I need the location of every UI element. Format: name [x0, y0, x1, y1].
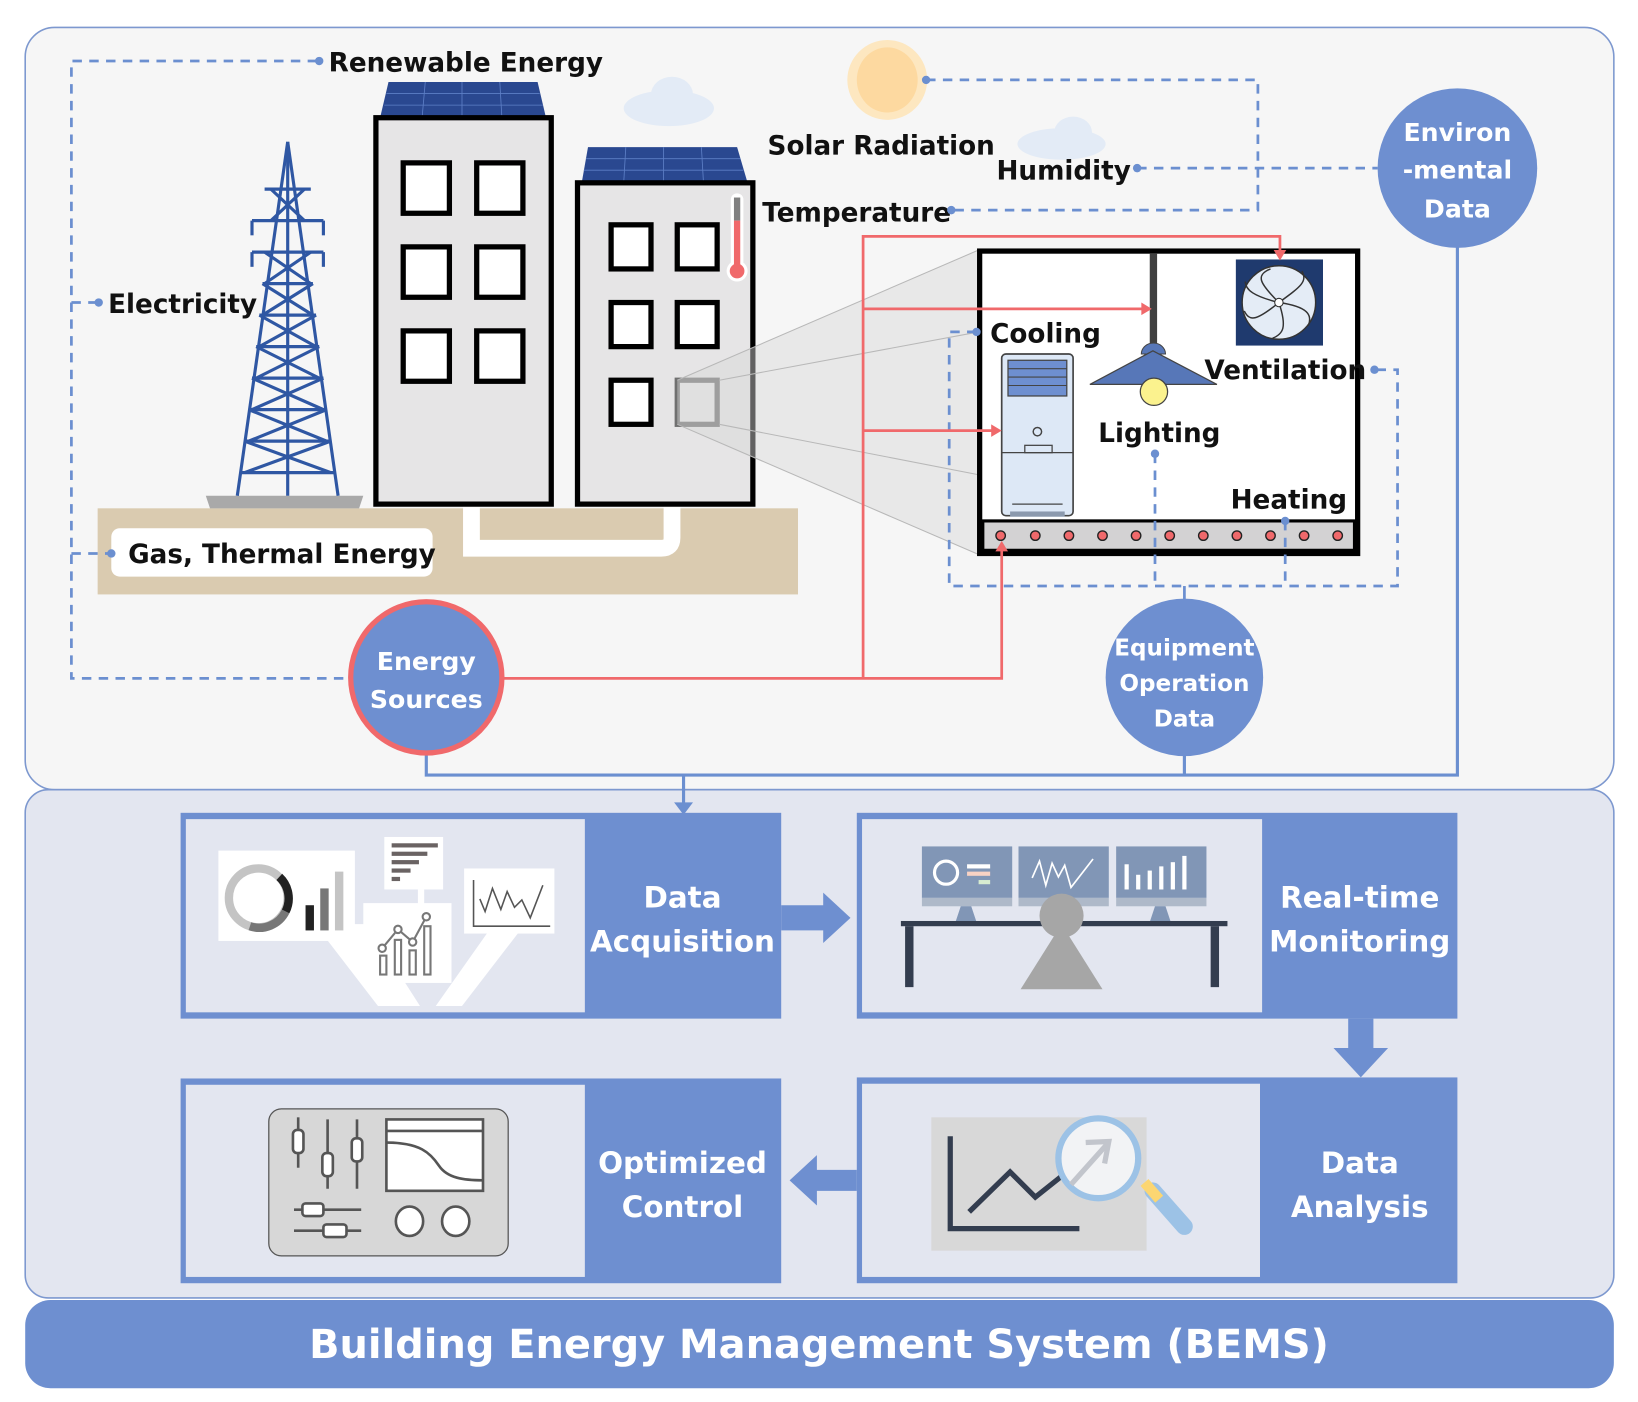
optimized-control-title-line1: Optimized: [598, 1146, 767, 1180]
humidity-label: Humidity: [996, 157, 1130, 187]
cloud-icon: [1017, 116, 1106, 160]
zoomed-window: [674, 377, 720, 427]
step-data-acquisition[interactable]: Data Acquisition: [180, 812, 782, 1019]
environmental-data-line1: Environ: [1403, 118, 1511, 147]
data-acquisition-title-line1: Data: [643, 880, 721, 914]
thermometer-icon: [726, 193, 748, 282]
optimized-control-title-line2: Control: [622, 1190, 743, 1224]
connector-dot: [315, 56, 324, 66]
realtime-monitoring-title-line1: Real-time: [1280, 880, 1439, 914]
floor-heating-icon: [981, 519, 1357, 552]
equipment-dashed-loop: [947, 330, 1399, 588]
connector-dot: [1370, 365, 1379, 374]
ceiling-lamp-icon: [1089, 253, 1218, 407]
connector-dot: [947, 205, 956, 215]
arrow-down-icon: [1333, 1018, 1389, 1078]
temperature-label: Temperature: [762, 199, 951, 229]
heating-coils: [995, 530, 1344, 542]
energy-supply-lines: [504, 235, 1287, 680]
connector-dot: [1150, 449, 1160, 458]
step-realtime-monitoring[interactable]: Real-time Monitoring: [856, 812, 1458, 1019]
data-analysis-title-line1: Data: [1321, 1146, 1399, 1180]
energy-sources-line2: Sources: [370, 685, 483, 714]
heating-label: Heating: [1231, 485, 1347, 515]
connector-dot: [1281, 516, 1290, 526]
solar-panel-icon: [581, 147, 748, 183]
building-short-icon: [574, 147, 756, 507]
cooling-label: Cooling: [990, 319, 1101, 349]
control-panel-icon: [268, 1108, 509, 1257]
energy-dashed-connector: [70, 59, 347, 680]
gas-pipe: [463, 506, 681, 557]
collector-arrow-head: [674, 802, 693, 815]
energy-sources-node[interactable]: Energy Sources: [348, 599, 505, 756]
equipment-data-line3: Data: [1154, 707, 1215, 733]
sun-icon: [847, 40, 928, 120]
data-collector-line: [424, 245, 1459, 777]
lighting-label: Lighting: [1098, 419, 1220, 449]
environmental-data-line2: -mental: [1403, 156, 1512, 185]
zoom-projection-lines: [677, 249, 979, 556]
cloud-icon: [623, 76, 714, 127]
zoom-projection: [677, 250, 979, 555]
connector-dot: [107, 549, 116, 558]
gas-label-box: [111, 528, 433, 577]
solar-radiation-label: Solar Radiation: [768, 131, 995, 161]
data-analysis-title-line2: Analysis: [1291, 1190, 1429, 1224]
step-data-analysis[interactable]: Data Analysis: [856, 1077, 1458, 1284]
environmental-data-line3: Data: [1424, 194, 1491, 223]
environmental-data-node[interactable]: Environ -mental Data: [1377, 88, 1538, 248]
room-detail: Cooling Lighting Ventilation Heating: [977, 248, 1366, 557]
charts-collection-icon: [218, 836, 555, 1007]
realtime-monitoring-title-line2: Monitoring: [1269, 924, 1450, 958]
connector-dot: [94, 298, 103, 307]
fan-icon: [1235, 259, 1323, 346]
data-acquisition-title-line2: Acquisition: [590, 924, 775, 958]
equipment-data-line1: Equipment: [1114, 635, 1254, 661]
operator-monitors-icon: [900, 846, 1228, 990]
solar-panel-icon: [380, 82, 546, 118]
energy-sources-line1: Energy: [377, 647, 476, 676]
magnifier-chart-icon: [931, 1115, 1193, 1251]
transmission-tower-icon: [205, 141, 364, 509]
footer-title: Building Energy Management System (BEMS): [309, 1322, 1329, 1368]
connector-dot: [921, 75, 931, 85]
renewable-energy-label: Renewable Energy: [329, 49, 603, 79]
gas-thermal-label: Gas, Thermal Energy: [128, 540, 436, 570]
footer-banner: [25, 1300, 1614, 1389]
air-conditioner-icon: [1000, 353, 1074, 517]
electricity-label: Electricity: [108, 290, 257, 320]
equipment-data-line2: Operation: [1119, 671, 1249, 697]
building-tall-icon: [373, 81, 554, 507]
step-optimized-control[interactable]: Optimized Control: [180, 1078, 782, 1284]
connector-dot: [1132, 163, 1142, 173]
connector-dot: [972, 327, 981, 337]
equipment-data-node[interactable]: Equipment Operation Data: [1105, 598, 1264, 757]
ventilation-label: Ventilation: [1204, 356, 1366, 386]
arrow-left-icon: [789, 1155, 857, 1206]
